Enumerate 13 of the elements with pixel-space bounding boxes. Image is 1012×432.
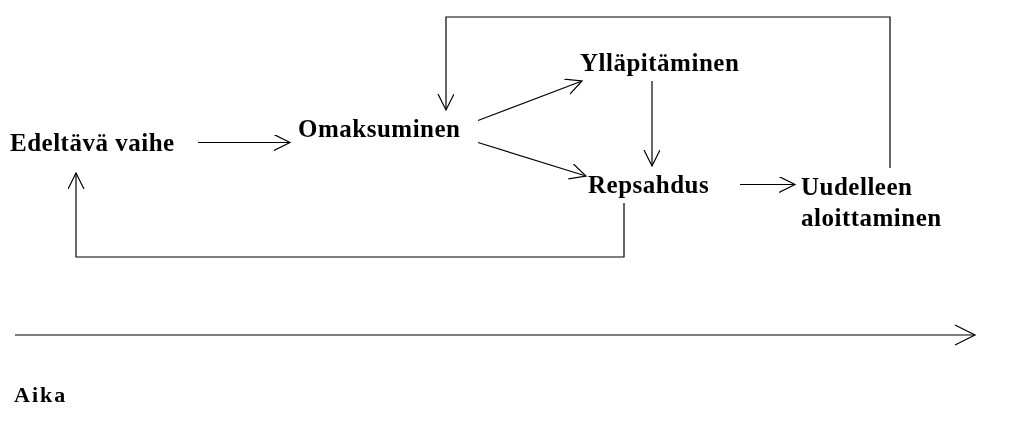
arrow: [643, 80, 661, 167]
arrow: [477, 141, 587, 180]
arrow: [437, 16, 891, 169]
stage-label: Uudelleen aloittaminen: [795, 168, 1009, 237]
arrow: [197, 133, 291, 152]
arrow: [739, 175, 796, 194]
axis-label: Aika: [14, 382, 68, 408]
stage-label: Ylläpitäminen: [574, 44, 764, 82]
arrow: [67, 172, 625, 258]
stage-label: Omaksuminen: [292, 110, 478, 148]
arrow: [477, 78, 583, 122]
stage-label: Repsahdus: [582, 166, 740, 204]
stage-label: Edeltävä vaihe: [4, 124, 190, 162]
